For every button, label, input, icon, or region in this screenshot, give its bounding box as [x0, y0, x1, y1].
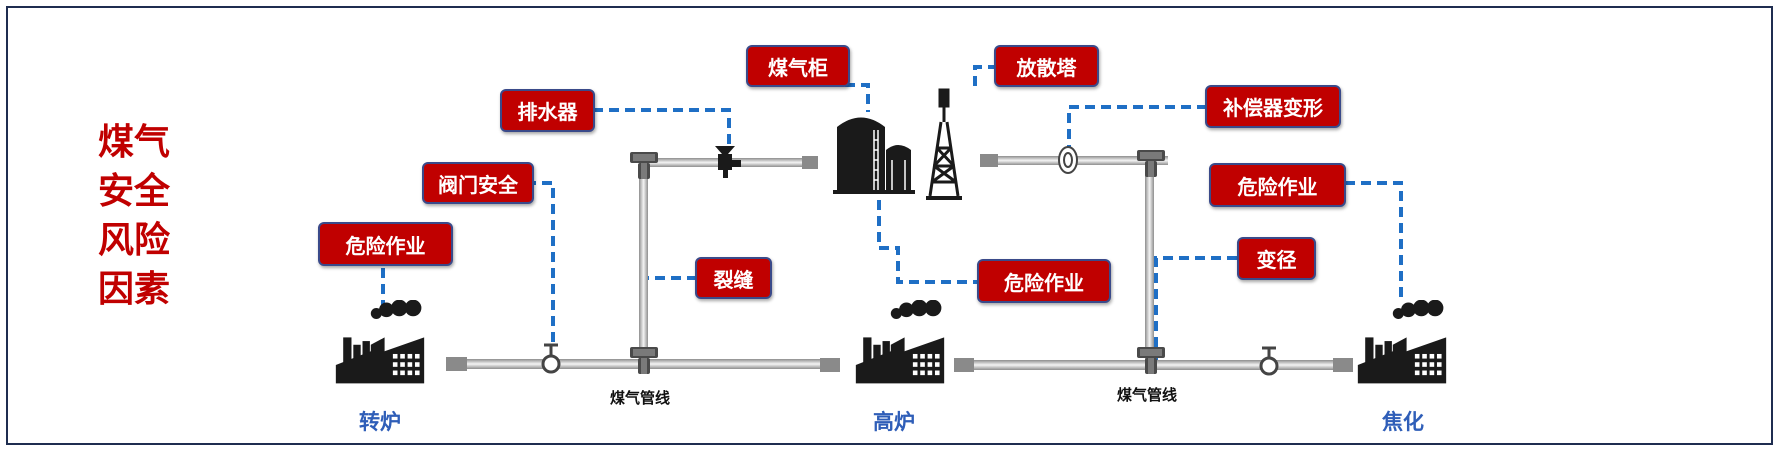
callout-drain: 排水器 [500, 89, 595, 132]
callout-crack: 裂缝 [695, 257, 772, 299]
leader-lines [381, 65, 1403, 368]
blast-furnace-factory-icon [855, 300, 945, 384]
place-coking: 焦化 [1382, 410, 1424, 434]
converter-factory-icon [335, 300, 425, 384]
place-blast-furnace: 高炉 [873, 410, 915, 434]
callout-reducer: 变径 [1237, 237, 1316, 280]
callout-danger-op-blast-furnace: 危险作业 [977, 259, 1111, 303]
callout-diffuse-tower: 放散塔 [994, 45, 1099, 87]
diffuse-tower-icon [926, 88, 962, 200]
callout-gas-holder: 煤气柜 [746, 45, 850, 87]
drain-icon [715, 146, 741, 178]
callout-danger-op-coking: 危险作业 [1209, 163, 1346, 207]
callout-compensator: 补偿器变形 [1205, 85, 1341, 128]
compensator-icon [1058, 146, 1078, 174]
place-converter: 转炉 [359, 410, 401, 434]
coking-factory-icon [1357, 300, 1447, 384]
diagram-title: 煤气 安全 风险 因素 [98, 118, 178, 314]
callout-valve-safety: 阀门安全 [422, 162, 534, 204]
title-line-3: 风险 [98, 220, 171, 261]
valve-icon [1259, 346, 1279, 376]
callout-danger-op-converter: 危险作业 [318, 222, 453, 266]
title-line-4: 因素 [98, 269, 171, 310]
gas-holder-icon [833, 117, 915, 194]
title-line-1: 煤气 [98, 122, 171, 163]
pipe-label-right: 煤气管线 [1117, 386, 1178, 404]
title-line-2: 安全 [98, 171, 171, 212]
valve-icon [541, 343, 561, 374]
pipe-label-left: 煤气管线 [610, 389, 671, 407]
